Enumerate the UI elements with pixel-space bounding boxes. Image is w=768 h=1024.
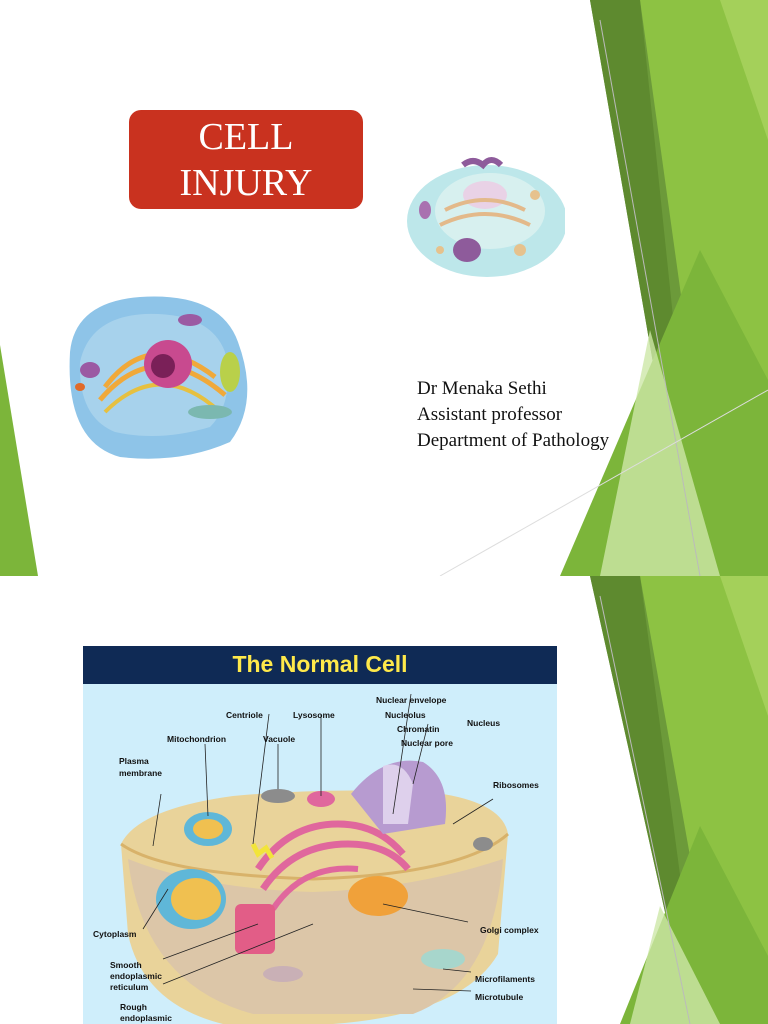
- label-rough-er-2: endoplasmic: [120, 1013, 172, 1023]
- label-chromatin: Chromatin: [397, 724, 440, 734]
- label-smooth-er-2: endoplasmic: [110, 971, 162, 981]
- label-nuclear-pore: Nuclear pore: [401, 738, 453, 748]
- author-block: Dr Menaka Sethi Assistant professor Depa…: [417, 376, 609, 454]
- title-line-1: CELL: [198, 115, 294, 158]
- author-name: Dr Menaka Sethi: [417, 378, 547, 399]
- label-rough-er-1: Rough: [120, 1002, 147, 1012]
- title-box: CELL INJURY: [129, 110, 363, 209]
- label-lysosome: Lysosome: [293, 710, 335, 720]
- label-golgi: Golgi complex: [480, 925, 539, 935]
- figure-title: The Normal Cell: [232, 651, 408, 677]
- label-centriole: Centriole: [226, 710, 263, 720]
- label-plasma-1: Plasma: [119, 756, 149, 766]
- label-nuclear-envelope: Nuclear envelope: [376, 695, 447, 705]
- green-chevron-decoration: [590, 576, 768, 1024]
- label-cytoplasm: Cytoplasm: [93, 929, 137, 939]
- author-position: Assistant professor: [417, 404, 563, 425]
- label-ribosomes: Ribosomes: [493, 780, 539, 790]
- label-microfilaments: Microfilaments: [475, 974, 535, 984]
- cell-illustration-top: [405, 155, 565, 283]
- figure-header: [83, 646, 557, 684]
- author-department: Department of Pathology: [417, 430, 610, 451]
- cell-illustration-left: [69, 296, 248, 459]
- label-vacuole: Vacuole: [263, 734, 296, 744]
- slide-cell-injury: CELL INJURY Dr Menaka Sethi Assistant pr…: [0, 0, 768, 576]
- label-nucleus: Nucleus: [467, 718, 501, 728]
- label-nucleolus: Nucleolus: [385, 710, 426, 720]
- label-microtubule: Microtubule: [475, 992, 524, 1002]
- label-smooth-er-3: reticulum: [110, 982, 149, 992]
- title-line-2: INJURY: [179, 161, 313, 204]
- label-plasma-2: membrane: [119, 768, 162, 778]
- label-mitochondrion: Mitochondrion: [167, 734, 227, 744]
- green-chevron-decoration: [0, 0, 768, 576]
- normal-cell-figure: The Normal Cell: [83, 646, 557, 1024]
- cell-diagram: [120, 693, 509, 1024]
- label-smooth-er-1: Smooth: [110, 960, 142, 970]
